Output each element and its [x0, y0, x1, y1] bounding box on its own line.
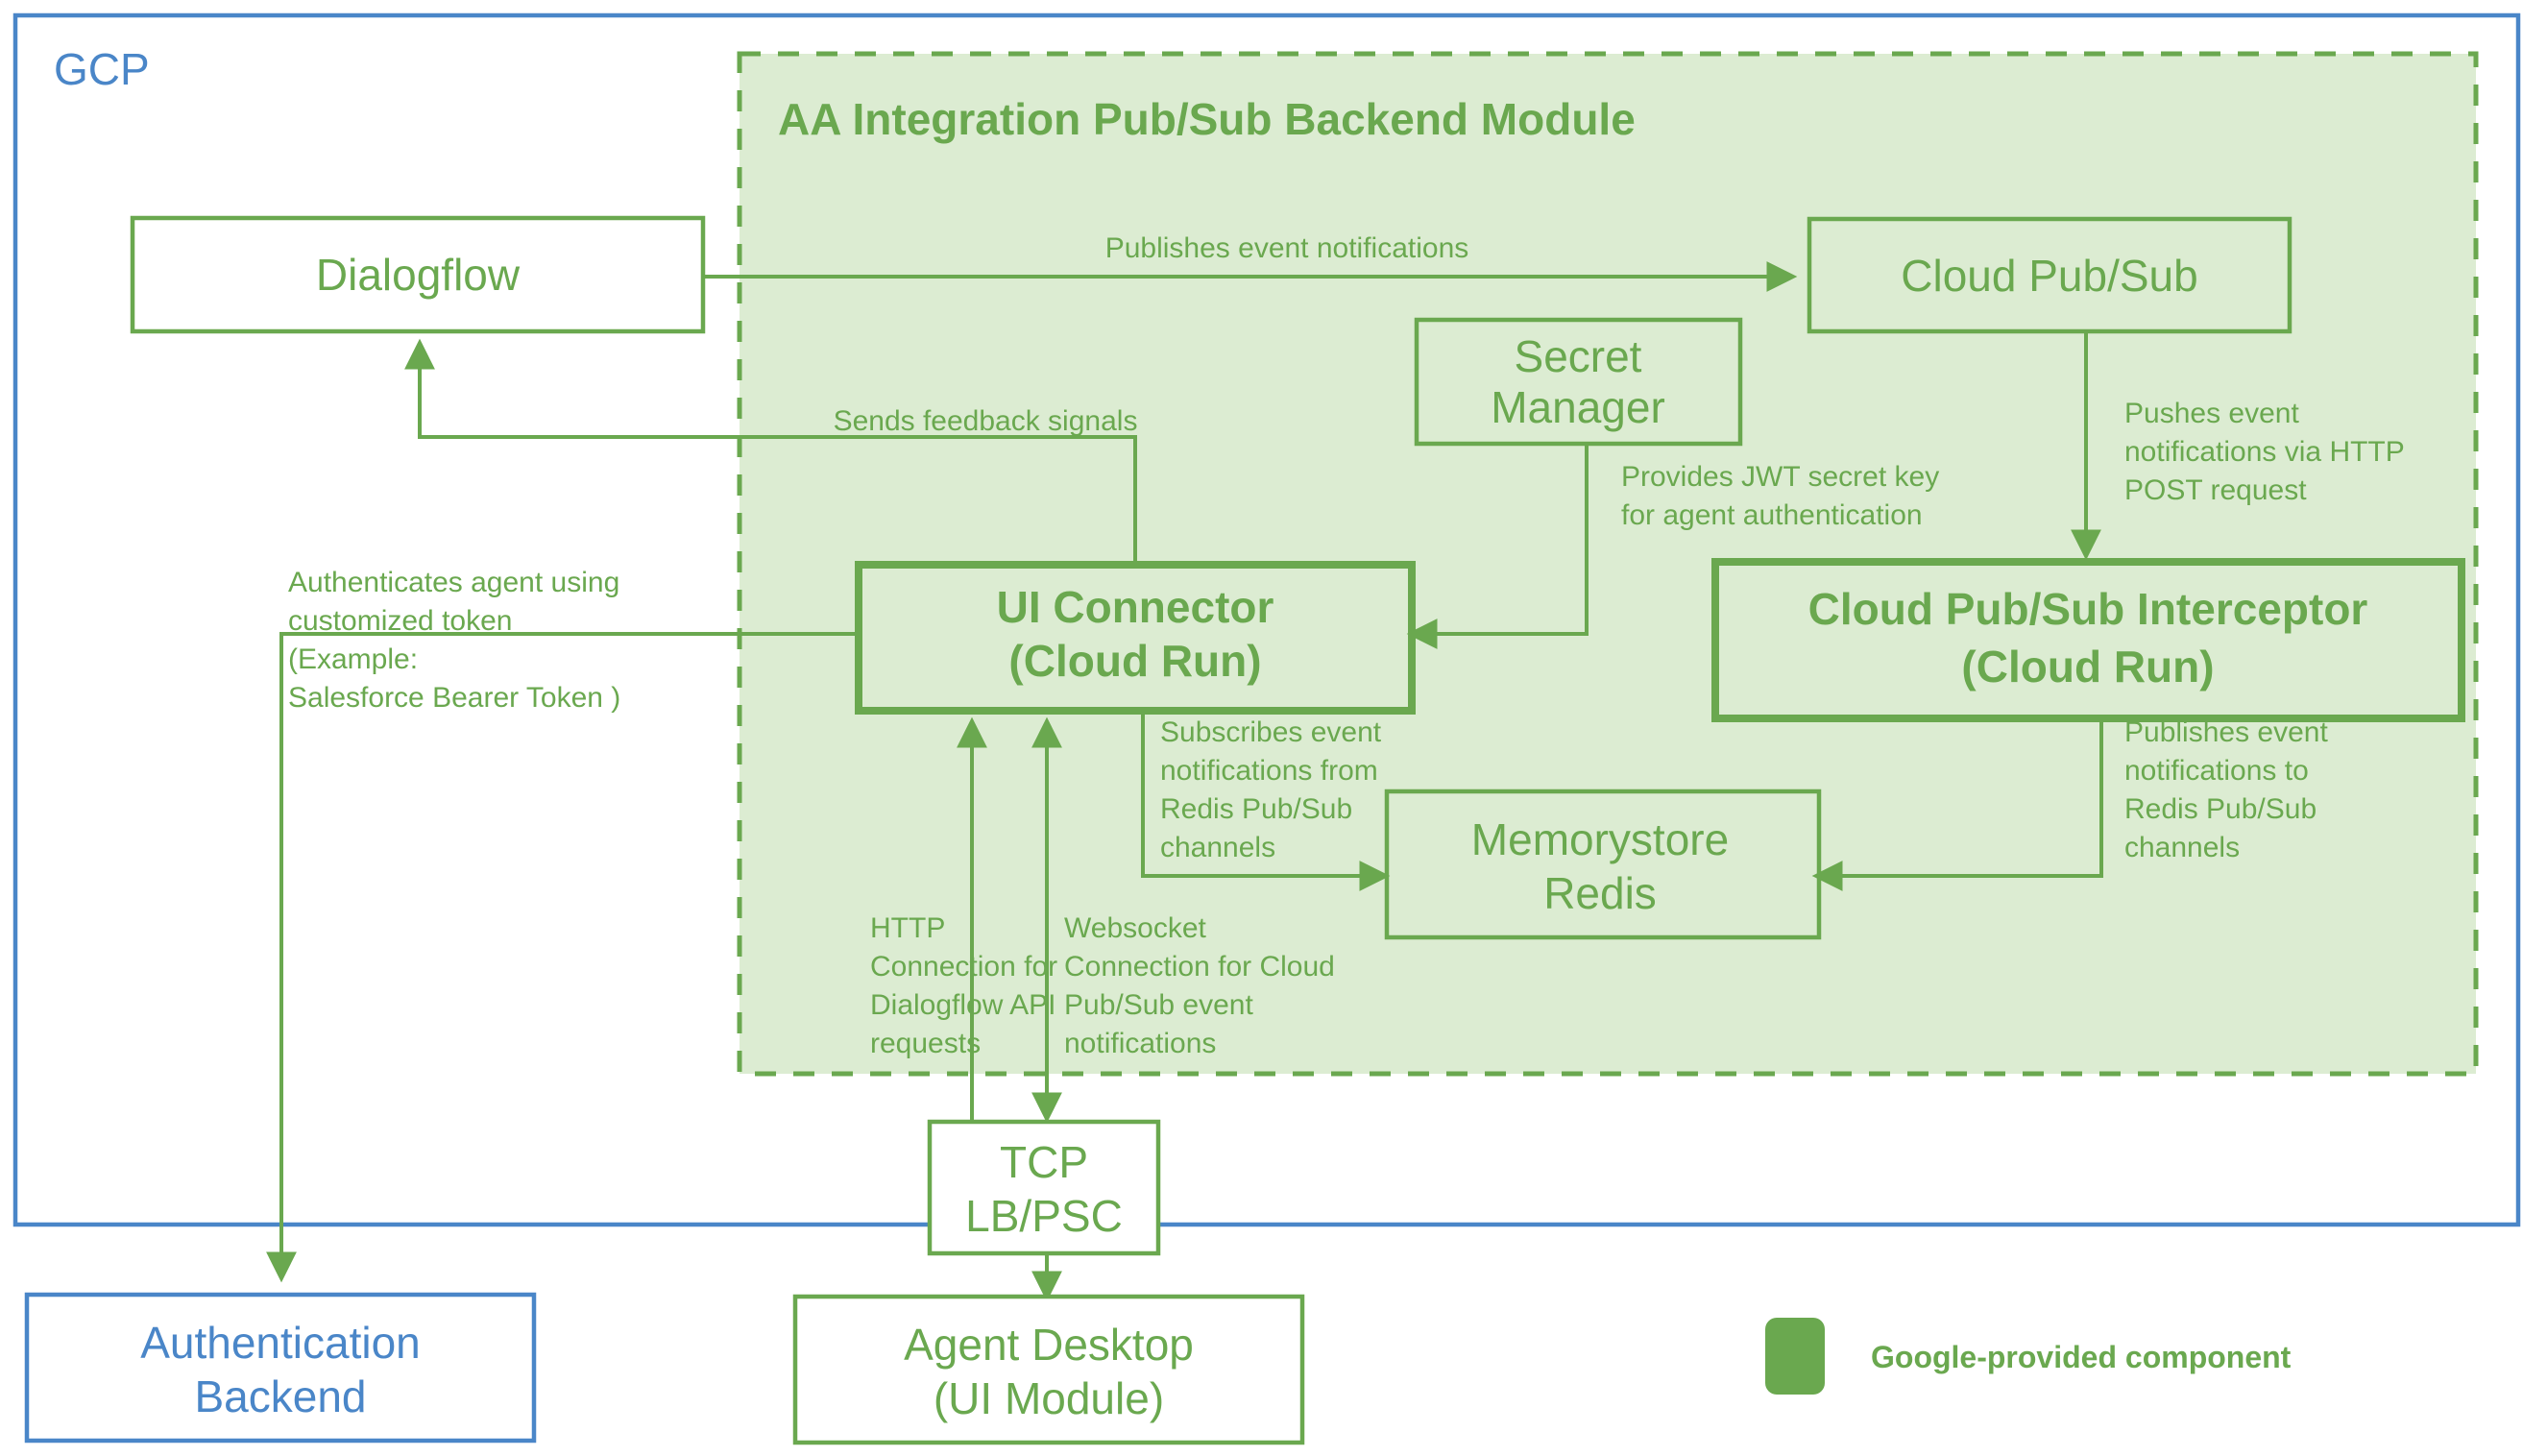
legend: Google-provided component — [1765, 1318, 2292, 1395]
node-secret-manager[interactable]: Secret Manager — [1414, 317, 1743, 447]
edge-label-authenticates-1: Authenticates agent using — [288, 567, 619, 598]
node-agent-desktop-box — [792, 1294, 1305, 1445]
edge-label-http-3: Dialogflow API — [870, 989, 1055, 1021]
edge-label-subscribes-1: Subscribes event — [1160, 716, 1382, 748]
node-cloud-pubsub-label: Cloud Pub/Sub — [1901, 251, 2197, 301]
edge-label-publishes-redis-3: Redis Pub/Sub — [2124, 793, 2317, 825]
node-auth-backend-line1: Authentication — [140, 1318, 421, 1368]
edge-authenticates-agent — [266, 632, 859, 1283]
node-secret-manager-line2: Manager — [1491, 382, 1665, 432]
node-auth-backend[interactable]: Authentication Backend — [24, 1292, 537, 1444]
legend-label: Google-provided component — [1871, 1340, 2292, 1374]
node-pubsub-interceptor-box — [1711, 558, 2465, 722]
edge-label-http-1: HTTP — [870, 912, 945, 944]
node-secret-manager-line1: Secret — [1515, 331, 1642, 381]
node-secret-manager-box — [1414, 317, 1743, 447]
edge-label-subscribes-3: Redis Pub/Sub — [1160, 793, 1352, 825]
edge-subscribes-event-notifications — [1141, 711, 1391, 891]
node-auth-backend-box — [24, 1292, 537, 1444]
edge-label-websocket-1: Websocket — [1064, 912, 1207, 944]
edge-label-provides-jwt-2: for agent authentication — [1621, 499, 1923, 531]
node-ui-connector[interactable]: UI Connector (Cloud Run) — [855, 561, 1416, 715]
edge-label-authenticates-2: customized token — [288, 605, 512, 637]
edge-label-publishes-redis-2: notifications to — [2124, 755, 2309, 787]
edge-label-http-4: requests — [870, 1028, 981, 1059]
node-dialogflow[interactable]: Dialogflow — [130, 215, 706, 334]
edge-label-pushes-event-1: Pushes event — [2124, 398, 2299, 429]
node-pubsub-interceptor-line1: Cloud Pub/Sub Interceptor — [1808, 584, 2368, 634]
node-ui-connector-line1: UI Connector — [997, 582, 1274, 632]
edge-label-publishes-event-notifications: Publishes event notifications — [1105, 232, 1469, 264]
edge-label-subscribes-2: notifications from — [1160, 755, 1378, 787]
module-title: AA Integration Pub/Sub Backend Module — [778, 94, 1636, 144]
edge-label-pushes-event-2: notifications via HTTP — [2124, 436, 2405, 468]
edge-label-authenticates-3: (Example: — [288, 643, 418, 675]
edge-label-subscribes-4: channels — [1160, 832, 1275, 863]
node-ui-connector-line2: (Cloud Run) — [1008, 636, 1261, 686]
node-agent-desktop[interactable]: Agent Desktop (UI Module) — [792, 1294, 1305, 1445]
node-agent-desktop-line2: (UI Module) — [934, 1373, 1164, 1423]
edge-label-publishes-redis-4: channels — [2124, 832, 2240, 863]
node-ui-connector-box — [855, 561, 1416, 715]
edge-label-authenticates-4: Salesforce Bearer Token ) — [288, 682, 620, 714]
edge-label-http-2: Connection for — [870, 951, 1057, 983]
node-memorystore-redis[interactable]: Memorystore Redis — [1384, 789, 1822, 940]
node-tcp-lb-psc-line2: LB/PSC — [965, 1191, 1123, 1241]
edge-label-provides-jwt-1: Provides JWT secret key — [1621, 461, 1939, 493]
edge-label-websocket-3: Pub/Sub event — [1064, 989, 1253, 1021]
node-tcp-lb-psc-line1: TCP — [1000, 1137, 1088, 1187]
edge-provides-jwt — [1406, 444, 1589, 649]
edge-label-sends-feedback-signals: Sends feedback signals — [834, 405, 1138, 437]
node-agent-desktop-line1: Agent Desktop — [904, 1320, 1194, 1370]
node-memorystore-redis-line1: Memorystore — [1471, 814, 1729, 864]
legend-swatch — [1765, 1318, 1825, 1395]
edge-label-pushes-event-3: POST request — [2124, 474, 2307, 506]
gcp-boundary — [12, 12, 2521, 1227]
node-pubsub-interceptor-line2: (Cloud Run) — [1961, 642, 2214, 692]
edge-sends-feedback-signals — [404, 338, 1137, 569]
edge-publishes-to-redis — [1811, 718, 2103, 891]
node-cloud-pubsub-box — [1807, 216, 2292, 334]
node-auth-backend-line2: Backend — [194, 1371, 366, 1421]
node-cloud-pubsub[interactable]: Cloud Pub/Sub — [1807, 216, 2292, 334]
edge-label-websocket-4: notifications — [1064, 1028, 1216, 1059]
node-tcp-lb-psc[interactable]: TCP LB/PSC — [927, 1119, 1161, 1256]
edge-label-websocket-2: Connection for Cloud — [1064, 951, 1335, 983]
node-memorystore-redis-box — [1384, 789, 1822, 940]
node-tcp-lb-psc-box — [927, 1119, 1161, 1256]
node-pubsub-interceptor[interactable]: Cloud Pub/Sub Interceptor (Cloud Run) — [1711, 558, 2465, 722]
node-dialogflow-box — [130, 215, 706, 334]
node-dialogflow-label: Dialogflow — [316, 250, 521, 300]
node-memorystore-redis-line2: Redis — [1543, 868, 1657, 918]
gcp-label: GCP — [54, 44, 150, 94]
